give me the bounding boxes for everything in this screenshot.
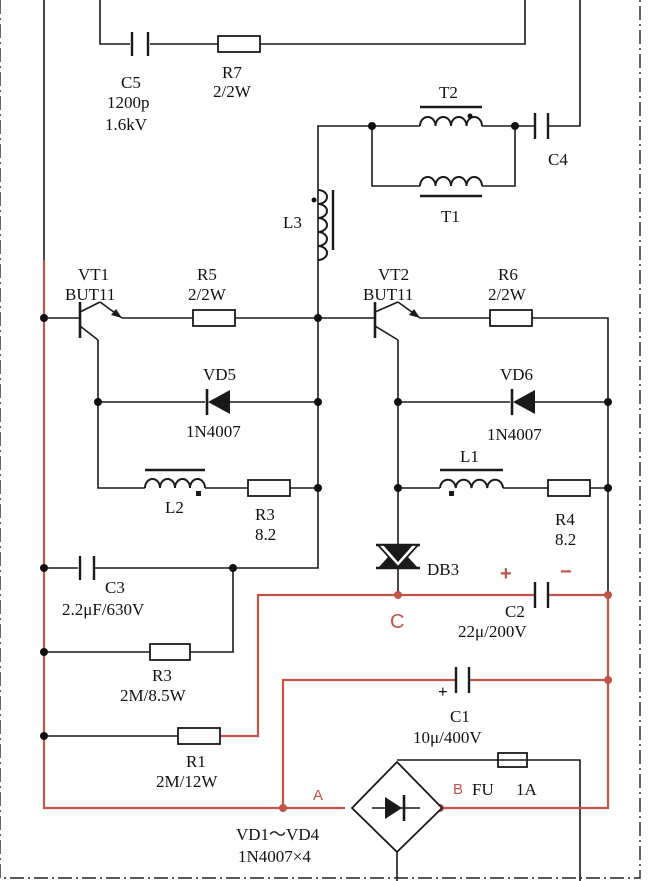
label-r3-82: R3 <box>255 505 275 524</box>
bridge-rectifier-symbol <box>350 760 444 854</box>
label-c3: C3 <box>105 578 125 597</box>
label-r3-82-value: 8.2 <box>255 525 276 544</box>
label-c2-minus: − <box>560 561 572 583</box>
label-r6: R6 <box>498 265 518 284</box>
label-c1-value: 10μ/400V <box>413 728 482 747</box>
label-vd5: VD5 <box>203 365 236 384</box>
label-node-a: A <box>313 787 323 804</box>
label-r4-value: 8.2 <box>555 530 576 549</box>
label-fu: FU <box>472 780 494 799</box>
label-r1: R1 <box>186 752 206 771</box>
label-r7: R7 <box>222 63 242 82</box>
label-c5: C5 <box>121 73 141 92</box>
label-vd5-type: 1N4007 <box>186 422 241 441</box>
capacitor-c2-symbol <box>533 582 550 608</box>
diac-db3-symbol <box>375 543 421 570</box>
inductor-l1-symbol <box>439 468 504 496</box>
label-db3: DB3 <box>427 560 459 579</box>
resistor-r3-2m-symbol <box>149 643 191 661</box>
resistor-r3-82-symbol <box>247 479 291 497</box>
label-l1: L1 <box>460 447 479 466</box>
resistor-r4-symbol <box>547 479 591 497</box>
label-r5: R5 <box>197 265 217 284</box>
label-r1-value: 2M/12W <box>156 772 218 791</box>
wiring <box>43 0 609 881</box>
label-c2: C2 <box>505 602 525 621</box>
resistor-r7-symbol <box>217 35 261 53</box>
capacitor-c4-symbol <box>533 113 550 139</box>
fuse-fu-symbol <box>497 752 528 768</box>
label-c1-plus: + <box>438 682 448 701</box>
label-vt2: VT2 <box>378 265 409 284</box>
dc-rail-wiring <box>42 260 610 810</box>
label-r3-2m-value: 2M/8.5W <box>120 686 187 705</box>
label-r3-2m: R3 <box>152 666 172 685</box>
label-r5-value: 2/2W <box>188 285 227 304</box>
transformer-t2-symbol <box>419 105 483 127</box>
label-r7-value: 2/2W <box>213 82 252 101</box>
label-l3: L3 <box>283 213 302 232</box>
capacitor-c3-symbol <box>78 556 96 580</box>
label-c2-value: 22μ/200V <box>458 622 527 641</box>
diode-vd6-symbol <box>510 389 535 415</box>
capacitor-c5-symbol <box>130 32 150 56</box>
label-c3-value: 2.2μF/630V <box>62 600 145 619</box>
resistor-r6-symbol <box>489 309 533 327</box>
label-c5-value2: 1.6kV <box>105 115 148 134</box>
inductor-l2-symbol <box>144 468 206 496</box>
label-vd6-type: 1N4007 <box>487 425 542 444</box>
label-c5-value1: 1200p <box>107 93 150 112</box>
resistor-r5-symbol <box>192 309 236 327</box>
labels: C5 1200p 1.6kV R7 2/2W T2 T1 C4 L3 VT1 B… <box>62 63 576 866</box>
label-vt2-type: BUT11 <box>363 285 413 304</box>
diode-vd5-symbol <box>205 389 230 415</box>
label-bridge-type: 1N4007×4 <box>238 847 311 866</box>
resistor-r1-symbol <box>177 727 221 745</box>
label-bridge: VD1～VD4 <box>236 825 320 844</box>
label-c1: C1 <box>450 707 470 726</box>
transistor-vt1-symbol <box>78 301 123 341</box>
label-vt1: VT1 <box>78 265 109 284</box>
label-node-c: C <box>390 611 404 633</box>
label-c2-plus: + <box>500 563 512 585</box>
capacitor-c1-symbol <box>454 667 471 693</box>
label-fu-value: 1A <box>516 780 538 799</box>
transistor-vt2-symbol <box>373 301 421 341</box>
inductor-l3-symbol <box>311 189 335 261</box>
label-c4: C4 <box>548 150 568 169</box>
label-l2: L2 <box>165 498 184 517</box>
label-node-b: B <box>453 781 463 798</box>
label-t1: T1 <box>441 207 460 226</box>
label-r6-value: 2/2W <box>488 285 527 304</box>
label-vt1-type: BUT11 <box>65 285 115 304</box>
label-t2: T2 <box>439 83 458 102</box>
label-vd6: VD6 <box>500 365 533 384</box>
label-r4: R4 <box>555 510 575 529</box>
transformer-t1-symbol <box>419 176 483 198</box>
